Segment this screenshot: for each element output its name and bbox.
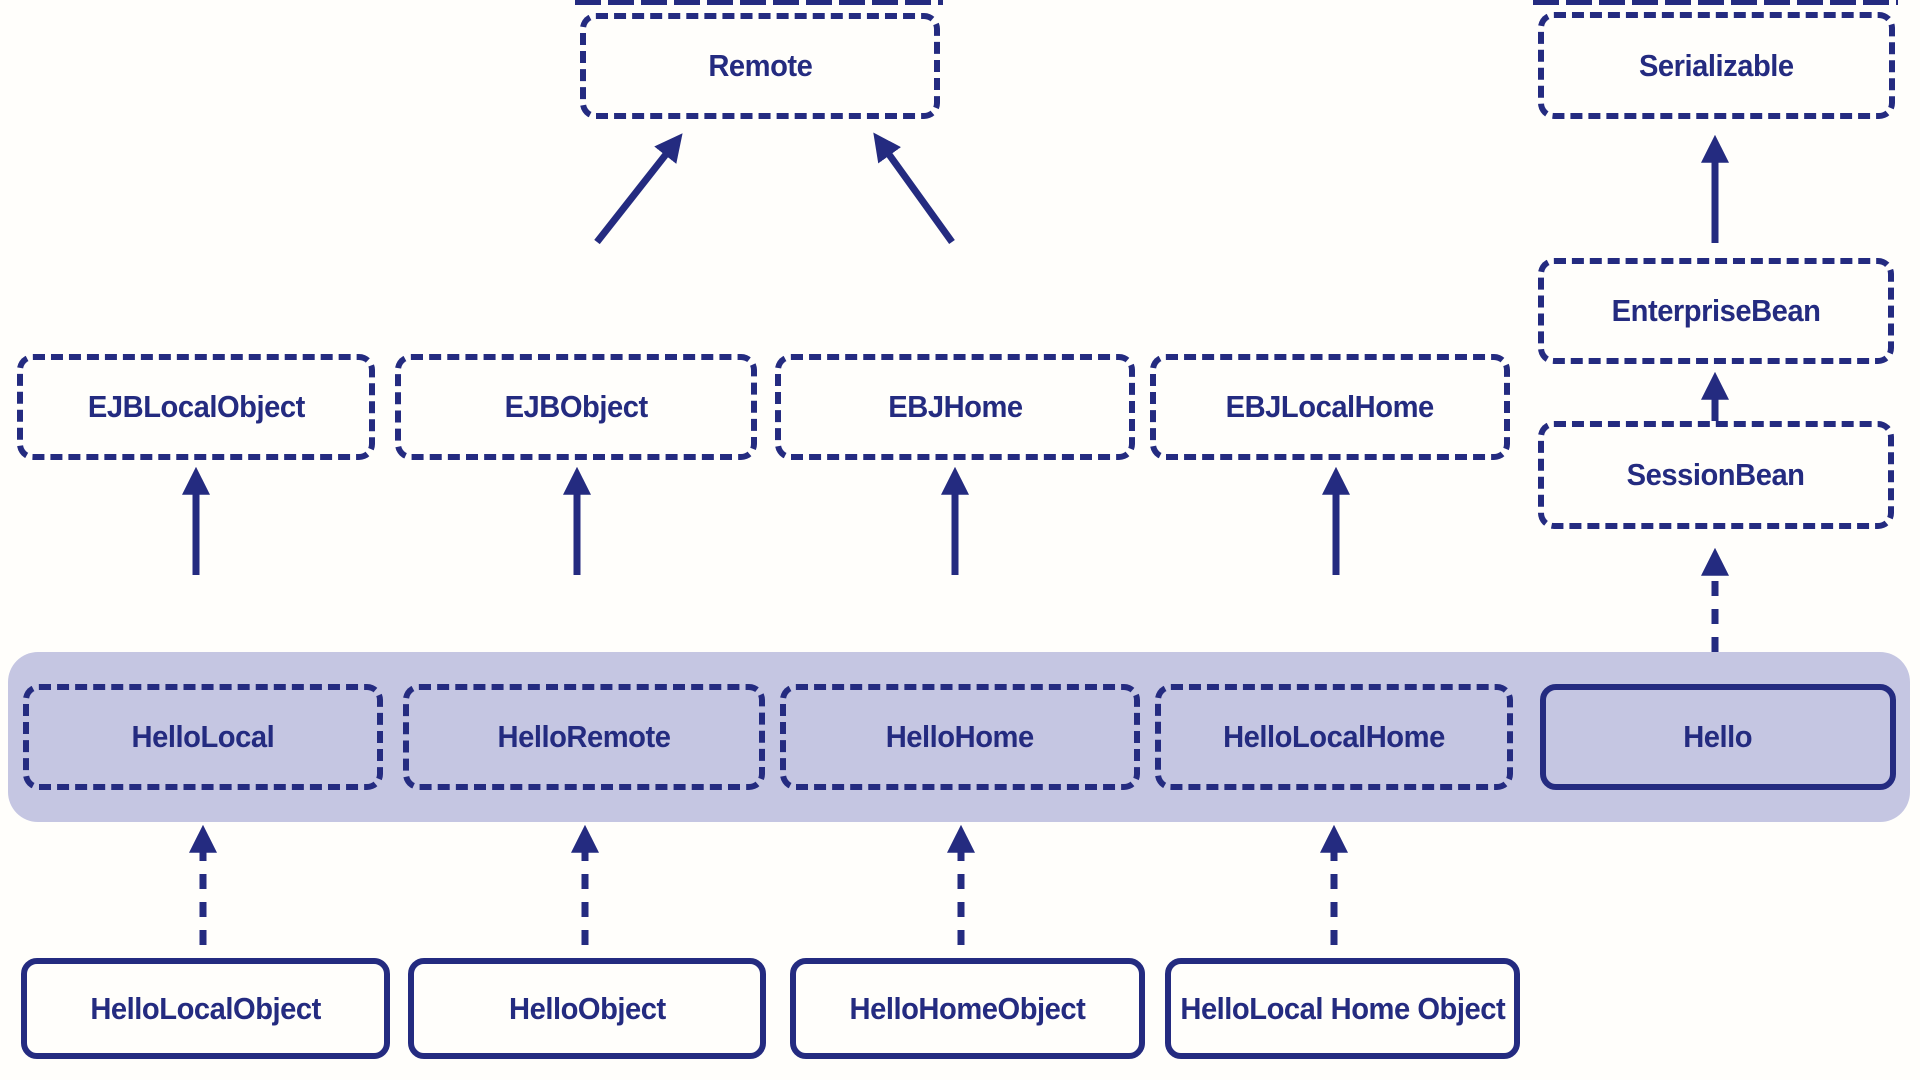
node-helloremote: HelloRemote [403,684,765,790]
node-hellolocal: HelloLocal [23,684,383,790]
node-helloremote-label: HelloRemote [497,719,671,754]
node-ejbobject-label: EJBObject [504,389,648,424]
node-enterprisebean: EnterpriseBean [1538,258,1894,364]
node-ebjlocalhome-label: EBJLocalHome [1225,389,1435,424]
arrow-ejbobject-to-remote [594,133,683,245]
node-hellolocalhomeobject-label: HelloLocal Home Object [1180,990,1505,1026]
node-serializable: Serializable [1538,12,1895,119]
node-hellolocalobject: HelloLocalObject [21,958,390,1059]
node-hellolocalhome: HelloLocalHome [1155,684,1513,790]
node-hello: Hello [1540,684,1896,790]
clipped-dash-strip [1533,0,1898,5]
node-enterprisebean-label: EnterpriseBean [1611,293,1821,328]
node-ebjhome: EBJHome [775,354,1135,460]
node-ejblocalobject-label: EJBLocalObject [87,389,305,424]
node-helloobject-label: HelloObject [508,990,666,1026]
node-ejbobject: EJBObject [395,354,757,460]
node-ejblocalobject: EJBLocalObject [17,354,375,460]
node-hellolocalhome-label: HelloLocalHome [1223,719,1445,754]
arrow-ebjhome-to-remote [873,132,955,245]
implementation-band [8,652,1910,822]
clipped-dash-strip [575,0,943,5]
node-serializable-label: Serializable [1639,47,1794,83]
node-hellohomeobject-label: HelloHomeObject [849,990,1086,1026]
node-hellolocalobject-label: HelloLocalObject [90,990,321,1026]
node-hellohome: HelloHome [780,684,1140,790]
node-hellohome-label: HelloHome [886,719,1034,754]
node-sessionbean: SessionBean [1538,421,1894,529]
node-remote: Remote [580,13,940,119]
node-helloobject: HelloObject [408,958,766,1059]
node-remote-label: Remote [707,48,813,83]
node-sessionbean-label: SessionBean [1627,457,1805,492]
node-hellohomeobject: HelloHomeObject [790,958,1145,1059]
node-ebjhome-label: EBJHome [887,389,1023,424]
node-hello-label: Hello [1683,719,1753,754]
node-ebjlocalhome: EBJLocalHome [1150,354,1510,460]
node-hellolocal-label: HelloLocal [131,719,275,754]
node-hellolocalhomeobject: HelloLocal Home Object [1165,958,1520,1059]
